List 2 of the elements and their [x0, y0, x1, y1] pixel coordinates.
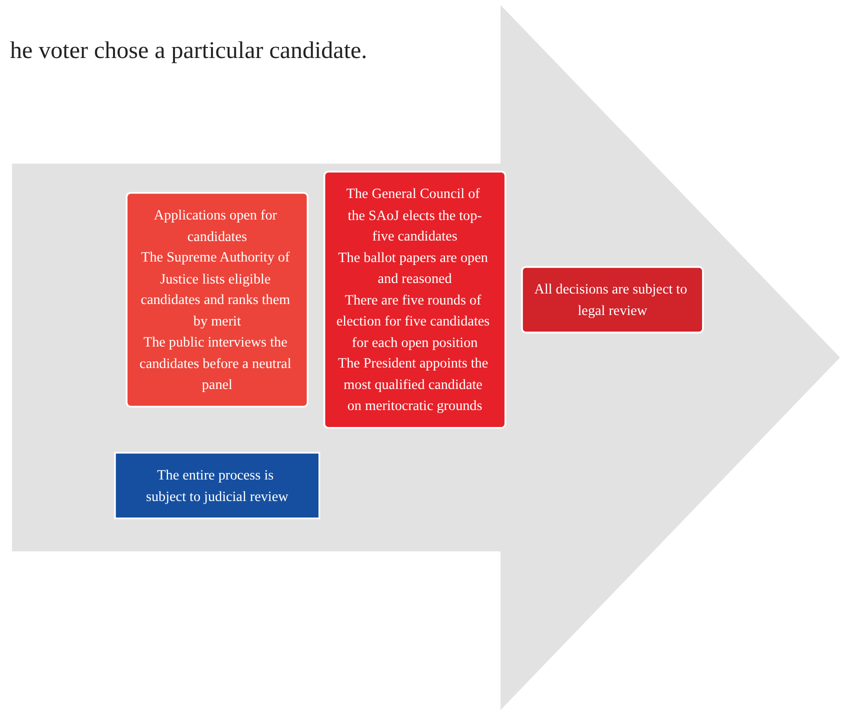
node-box: The entire process is subject to judicial review — [114, 452, 320, 520]
note-text: he voter chose a particular candidate. — [10, 38, 368, 65]
